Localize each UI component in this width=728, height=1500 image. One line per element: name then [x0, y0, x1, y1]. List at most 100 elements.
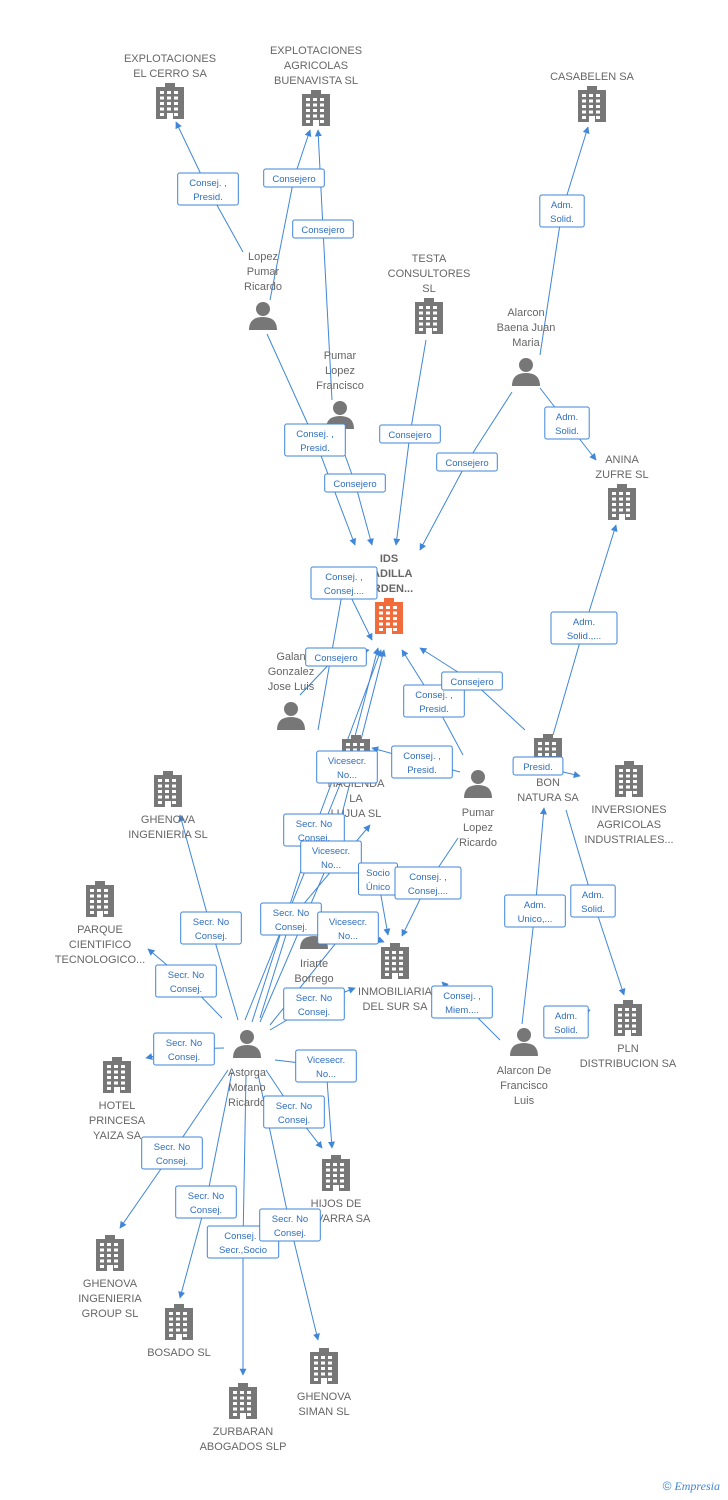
building-window — [321, 1367, 325, 1370]
node-inversiones[interactable]: INVERSIONESAGRICOLASINDUSTRIALES... — [584, 761, 674, 846]
edge-label-box[interactable]: Consejero — [292, 219, 354, 239]
edge-label-text: Solid.,... — [567, 631, 601, 642]
node-label-line: BON — [536, 777, 560, 789]
edge-label-box[interactable]: Consej. ,Consej.... — [310, 566, 378, 600]
building-window — [589, 105, 593, 108]
edge-label-box[interactable]: Adm.Solid. — [539, 194, 585, 228]
building-window — [169, 1323, 173, 1326]
edge-label-box[interactable]: Adm.Solid. — [543, 1005, 589, 1039]
building-window — [433, 317, 437, 320]
edge-label-text: Presid. — [407, 765, 437, 776]
building-window — [633, 791, 637, 794]
edge-label-box[interactable]: Consejero — [436, 452, 498, 472]
edge-label-text: Vicesecr. — [328, 756, 366, 767]
company-building-icon — [322, 1155, 350, 1191]
company-building-icon — [310, 1348, 338, 1384]
node-parque[interactable]: PARQUECIENTIFICOTECNOLOGICO... — [55, 881, 145, 966]
edge-label-box[interactable]: Adm.Unico,... — [504, 894, 566, 928]
building-roof — [105, 1235, 115, 1239]
edge-label-box[interactable]: Consejero — [305, 647, 367, 667]
edge-label-box[interactable]: Adm.Solid.,... — [550, 611, 618, 645]
building-window — [97, 905, 101, 909]
edge-label-box[interactable]: Vicesecr.No... — [295, 1049, 357, 1083]
building-window — [385, 962, 389, 965]
building-window — [399, 956, 403, 960]
edge-label-box[interactable]: Vicesecr.No... — [316, 750, 378, 784]
edge-label-box[interactable]: Consejero — [324, 473, 386, 493]
edge-label-text: Consej. — [170, 984, 202, 995]
building-window — [340, 1163, 344, 1166]
edge-label-box[interactable]: Consej. , Presid. — [391, 745, 453, 779]
copyright-symbol: © — [662, 1479, 672, 1493]
edge-label-box[interactable]: Consejero — [263, 168, 325, 188]
edge-label-frame — [292, 219, 354, 239]
node-label-line: PARQUE — [77, 924, 123, 936]
building-window — [625, 1013, 629, 1017]
edge-label-text: Consejero — [314, 653, 357, 664]
building-window — [100, 1265, 104, 1268]
edge-label-frame — [305, 647, 367, 667]
node-bosado[interactable]: BOSADO SL — [147, 1304, 211, 1359]
building-window — [618, 1024, 622, 1028]
building-window — [174, 102, 178, 105]
edge-label-text: Consej. , — [403, 751, 441, 762]
edge-label-text: Presid. — [419, 704, 449, 715]
building-window — [340, 1185, 344, 1188]
building-window — [306, 114, 310, 118]
brand-footer[interactable]: © Empresia — [663, 1479, 720, 1494]
building-window — [233, 1413, 237, 1416]
edge-label-box[interactable]: Consejero — [441, 671, 503, 691]
edge-label-box[interactable]: Vicesecr.No... — [300, 840, 362, 874]
edge-label-box[interactable]: Presid. — [512, 756, 564, 776]
building-window — [97, 894, 101, 898]
node-label-line: Lopez — [325, 365, 355, 377]
edge-label-box[interactable]: Consej. ,Presid. — [284, 423, 346, 457]
edge-label-box[interactable]: Vicesecr.No... — [317, 911, 379, 945]
node-casabelen[interactable]: CASABELEN SA — [550, 71, 635, 122]
edge-label-frame — [441, 671, 503, 691]
building-window — [90, 900, 94, 903]
edge-label-box[interactable]: Consej. ,Consej.... — [394, 866, 462, 900]
building-window — [174, 107, 178, 111]
building-window — [386, 606, 390, 609]
edge-label-box[interactable]: Adm.Solid. — [570, 884, 616, 918]
edge-label-box[interactable]: Consejero — [379, 424, 441, 444]
building-window — [328, 1367, 332, 1370]
edge-label-box[interactable]: Consej. ,Miem.... — [431, 985, 493, 1019]
edge-label-text: Secr. No — [276, 1101, 312, 1112]
edge-label-box[interactable]: Consej. ,Presid. — [403, 684, 465, 718]
edge-label-box[interactable]: Adm.Solid. — [544, 406, 590, 440]
edge-label-box[interactable]: Consej. ,Presid. — [177, 172, 239, 206]
building-window — [160, 102, 164, 105]
